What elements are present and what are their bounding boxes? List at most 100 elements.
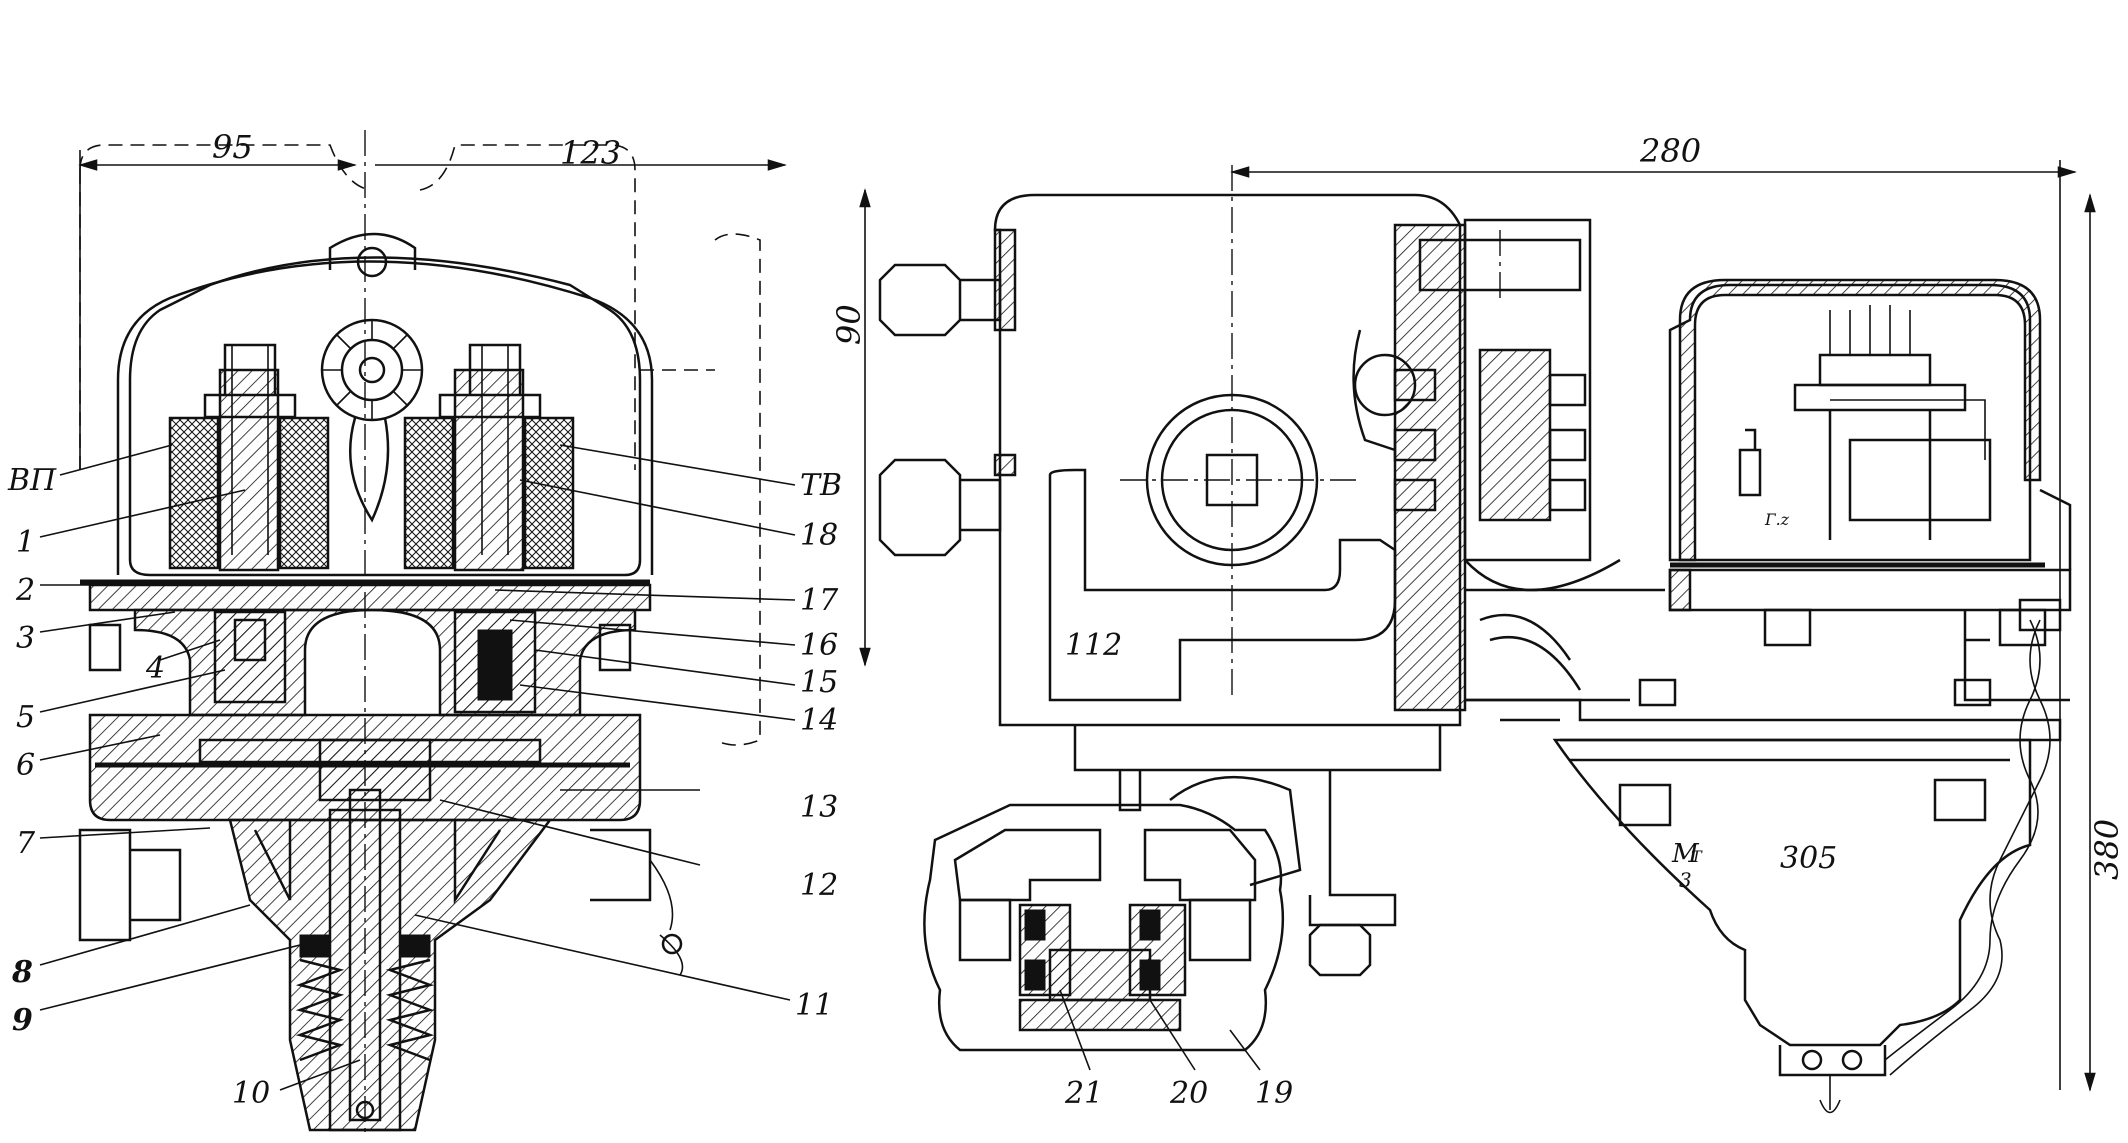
lower-housing (228, 818, 553, 1132)
terminal-screws (1393, 348, 1587, 522)
cotter-pin (649, 859, 684, 976)
svg-text:3: 3 (1679, 868, 1692, 892)
spring-left (295, 958, 345, 1062)
callout-vp: ВП (7, 463, 57, 498)
coil-1 (168, 416, 220, 570)
right-side-nut (590, 828, 652, 902)
terminal-block (1463, 218, 1592, 562)
relay-terminal (1738, 428, 1762, 497)
link-rod (1118, 770, 1142, 812)
dim-123: 123 (560, 134, 621, 172)
bottom-cap (1778, 1045, 1887, 1077)
callout-10: 10 (232, 1076, 270, 1111)
callout-tv: ТВ (800, 468, 842, 503)
funnel-nut-right (1933, 778, 1987, 822)
stamp-mark: М Т 3 (1671, 839, 1703, 892)
spring-cup-right (399, 934, 431, 958)
right-side-view: 112 90 280 380 (830, 132, 2126, 1114)
dim-95: 95 (212, 128, 253, 166)
stud-nut-bottom (878, 458, 962, 557)
core-right (453, 368, 525, 572)
svg-text:Т: Т (1691, 847, 1703, 866)
bracket-nut-1 (1763, 608, 1812, 647)
left-small-nut (88, 623, 122, 672)
small-valve-port-left (953, 828, 1102, 902)
callout-5: 5 (16, 700, 35, 735)
callout-11: 11 (795, 988, 833, 1023)
left-leaders (39, 444, 361, 1091)
callout-16: 16 (800, 628, 838, 663)
flange-studs (878, 263, 1002, 557)
terminal-cable (1464, 558, 1621, 592)
left-section-view: 95 123 ВП 1 (7, 128, 842, 1135)
callout-1: 1 (16, 525, 35, 560)
right-small-nut (598, 623, 632, 672)
twisted-cable-a (1884, 619, 2041, 1061)
dim-112: 112 (1065, 628, 1122, 663)
small-valve-piston (1048, 948, 1152, 1002)
bracket-nut-4 (1953, 678, 1992, 707)
lower-funnel-housing (1552, 738, 2032, 1047)
link-bracket (1308, 770, 1397, 927)
left-side-bolt (78, 828, 182, 942)
dim-90: 90 (830, 304, 868, 345)
coil-2 (278, 416, 330, 570)
bracket-riser (1963, 610, 2070, 702)
stem-tip (355, 1100, 375, 1120)
bracket-nut-2 (1998, 608, 2047, 647)
relay-base (1668, 568, 2072, 612)
relay-base-corner (2039, 488, 2072, 570)
right-valve-plug (477, 629, 513, 701)
cap-drain (1819, 1075, 1841, 1114)
twisted-cable-b (1889, 619, 2051, 1076)
core-left (218, 368, 280, 572)
coil-cap-left (203, 393, 297, 419)
stud-nut-top (878, 263, 962, 337)
cotter-ring (661, 933, 683, 955)
cover-outer-wall (116, 260, 654, 575)
lower-leaders (1059, 989, 1261, 1071)
relay-base-left (1668, 568, 1692, 612)
right-leaders (414, 444, 796, 1001)
spring-right (385, 958, 435, 1062)
coils (168, 343, 575, 572)
core-tops (223, 343, 522, 395)
relay-mark: Г.z (1764, 510, 1790, 529)
relay-contacts (1793, 305, 1992, 540)
small-valve-base (1018, 998, 1182, 1032)
callout-3: 3 (16, 621, 35, 656)
callout-8: 8 (11, 955, 33, 990)
coil-4 (523, 416, 575, 570)
callout-19: 19 (1255, 1076, 1293, 1111)
diaphragm-hub (318, 738, 432, 802)
spring-cup-left (299, 934, 331, 958)
dim-305: 305 (1780, 841, 1837, 876)
callout-18: 18 (800, 518, 838, 553)
callout-20: 20 (1169, 1076, 1208, 1111)
lower-housing-ribs (253, 820, 502, 905)
body-base (1073, 725, 1442, 772)
knob-inner (340, 338, 404, 402)
hidden-lever-outline (640, 233, 761, 746)
terminal-wall (1393, 223, 1467, 712)
pipe-wire (1479, 613, 1582, 691)
callout-13: 13 (800, 790, 838, 825)
callout-15: 15 (800, 665, 838, 700)
funnel-nut-left (1618, 783, 1672, 827)
svg-text:М: М (1671, 839, 1700, 869)
callout-2: 2 (15, 573, 35, 608)
top-nut (328, 232, 417, 270)
link-elbow (1169, 775, 1302, 887)
callout-14: 14 (800, 703, 838, 738)
small-valve-body (923, 803, 1285, 1052)
left-valve-seat (213, 610, 287, 704)
stud-top (960, 278, 1002, 322)
lever-slot (1048, 468, 1397, 702)
cap-hole-2 (1841, 1049, 1863, 1071)
terminal-arc (1352, 329, 1396, 452)
small-valve-seal-1 (1024, 909, 1046, 941)
relay-cover-wall (1678, 278, 2042, 562)
knob-hub (358, 356, 386, 384)
middle-body (133, 608, 637, 717)
